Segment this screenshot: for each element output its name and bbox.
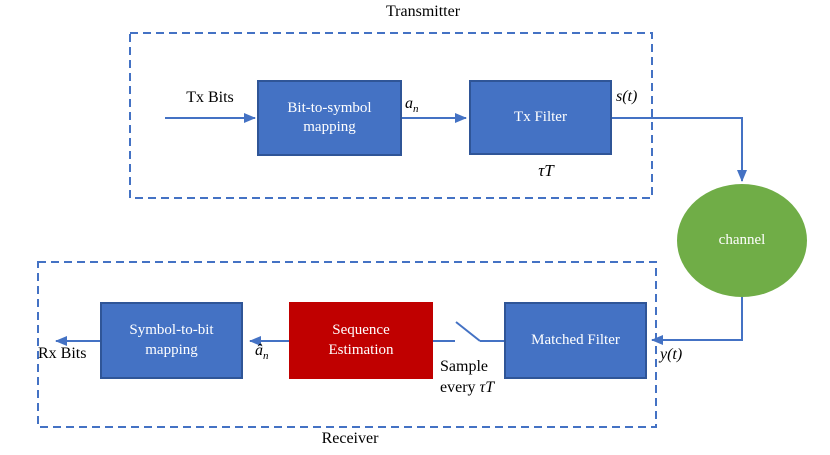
transmitter-dashed-box — [129, 32, 653, 199]
an-base: a — [405, 95, 413, 112]
an-symbol-label: an — [405, 95, 419, 115]
symbol-to-bit-mapping-block: Symbol-to-bit mapping — [100, 302, 243, 379]
block-label-line2: Estimation — [328, 341, 394, 358]
rx-bits-label: Rx Bits — [38, 345, 87, 362]
sampler-switch-icon — [433, 321, 504, 342]
matched-filter-block: Matched Filter — [504, 302, 647, 379]
block-label-line1: Matched Filter — [531, 331, 620, 348]
ahat-base: â — [255, 342, 263, 359]
sample-line1: Sample — [440, 358, 488, 375]
block-label-line1: Sequence — [332, 322, 390, 338]
an-subscript: n — [413, 103, 419, 116]
bit-to-symbol-mapping-block: Bit-to-symbol mapping — [257, 80, 402, 156]
st-signal-label: s(t) — [616, 88, 638, 105]
st-to-channel-arrow — [612, 117, 747, 182]
channel-to-matched-filter-arrow — [651, 297, 743, 345]
block-label-line1: Symbol-to-bit — [129, 322, 214, 338]
tx-bits-label: Tx Bits — [186, 89, 234, 106]
tauT-label: τT — [538, 161, 554, 180]
receiver-title: Receiver — [321, 430, 379, 447]
yt-signal-label: y(t) — [660, 346, 683, 363]
block-label-line1: Tx Filter — [514, 108, 567, 125]
block-label-line2: mapping — [303, 119, 356, 135]
sample-tau: τT — [479, 379, 495, 396]
sample-every-label: Sample every τT — [440, 356, 494, 398]
receiver-dashed-box — [37, 261, 657, 428]
ahat-symbol-label: ân — [255, 342, 269, 362]
tx-filter-block: Tx Filter — [469, 80, 612, 155]
channel-node: channel — [677, 184, 807, 297]
sample-word: every — [440, 379, 480, 396]
block-label-line2: mapping — [145, 341, 198, 358]
block-label-line1: Bit-to-symbol — [287, 99, 372, 116]
sample-line2: every τT — [440, 377, 494, 398]
ahat-subscript: n — [263, 350, 269, 363]
transmitter-title: Transmitter — [385, 3, 461, 20]
channel-label: channel — [718, 232, 766, 248]
sequence-estimation-block: Sequence Estimation — [289, 302, 433, 379]
